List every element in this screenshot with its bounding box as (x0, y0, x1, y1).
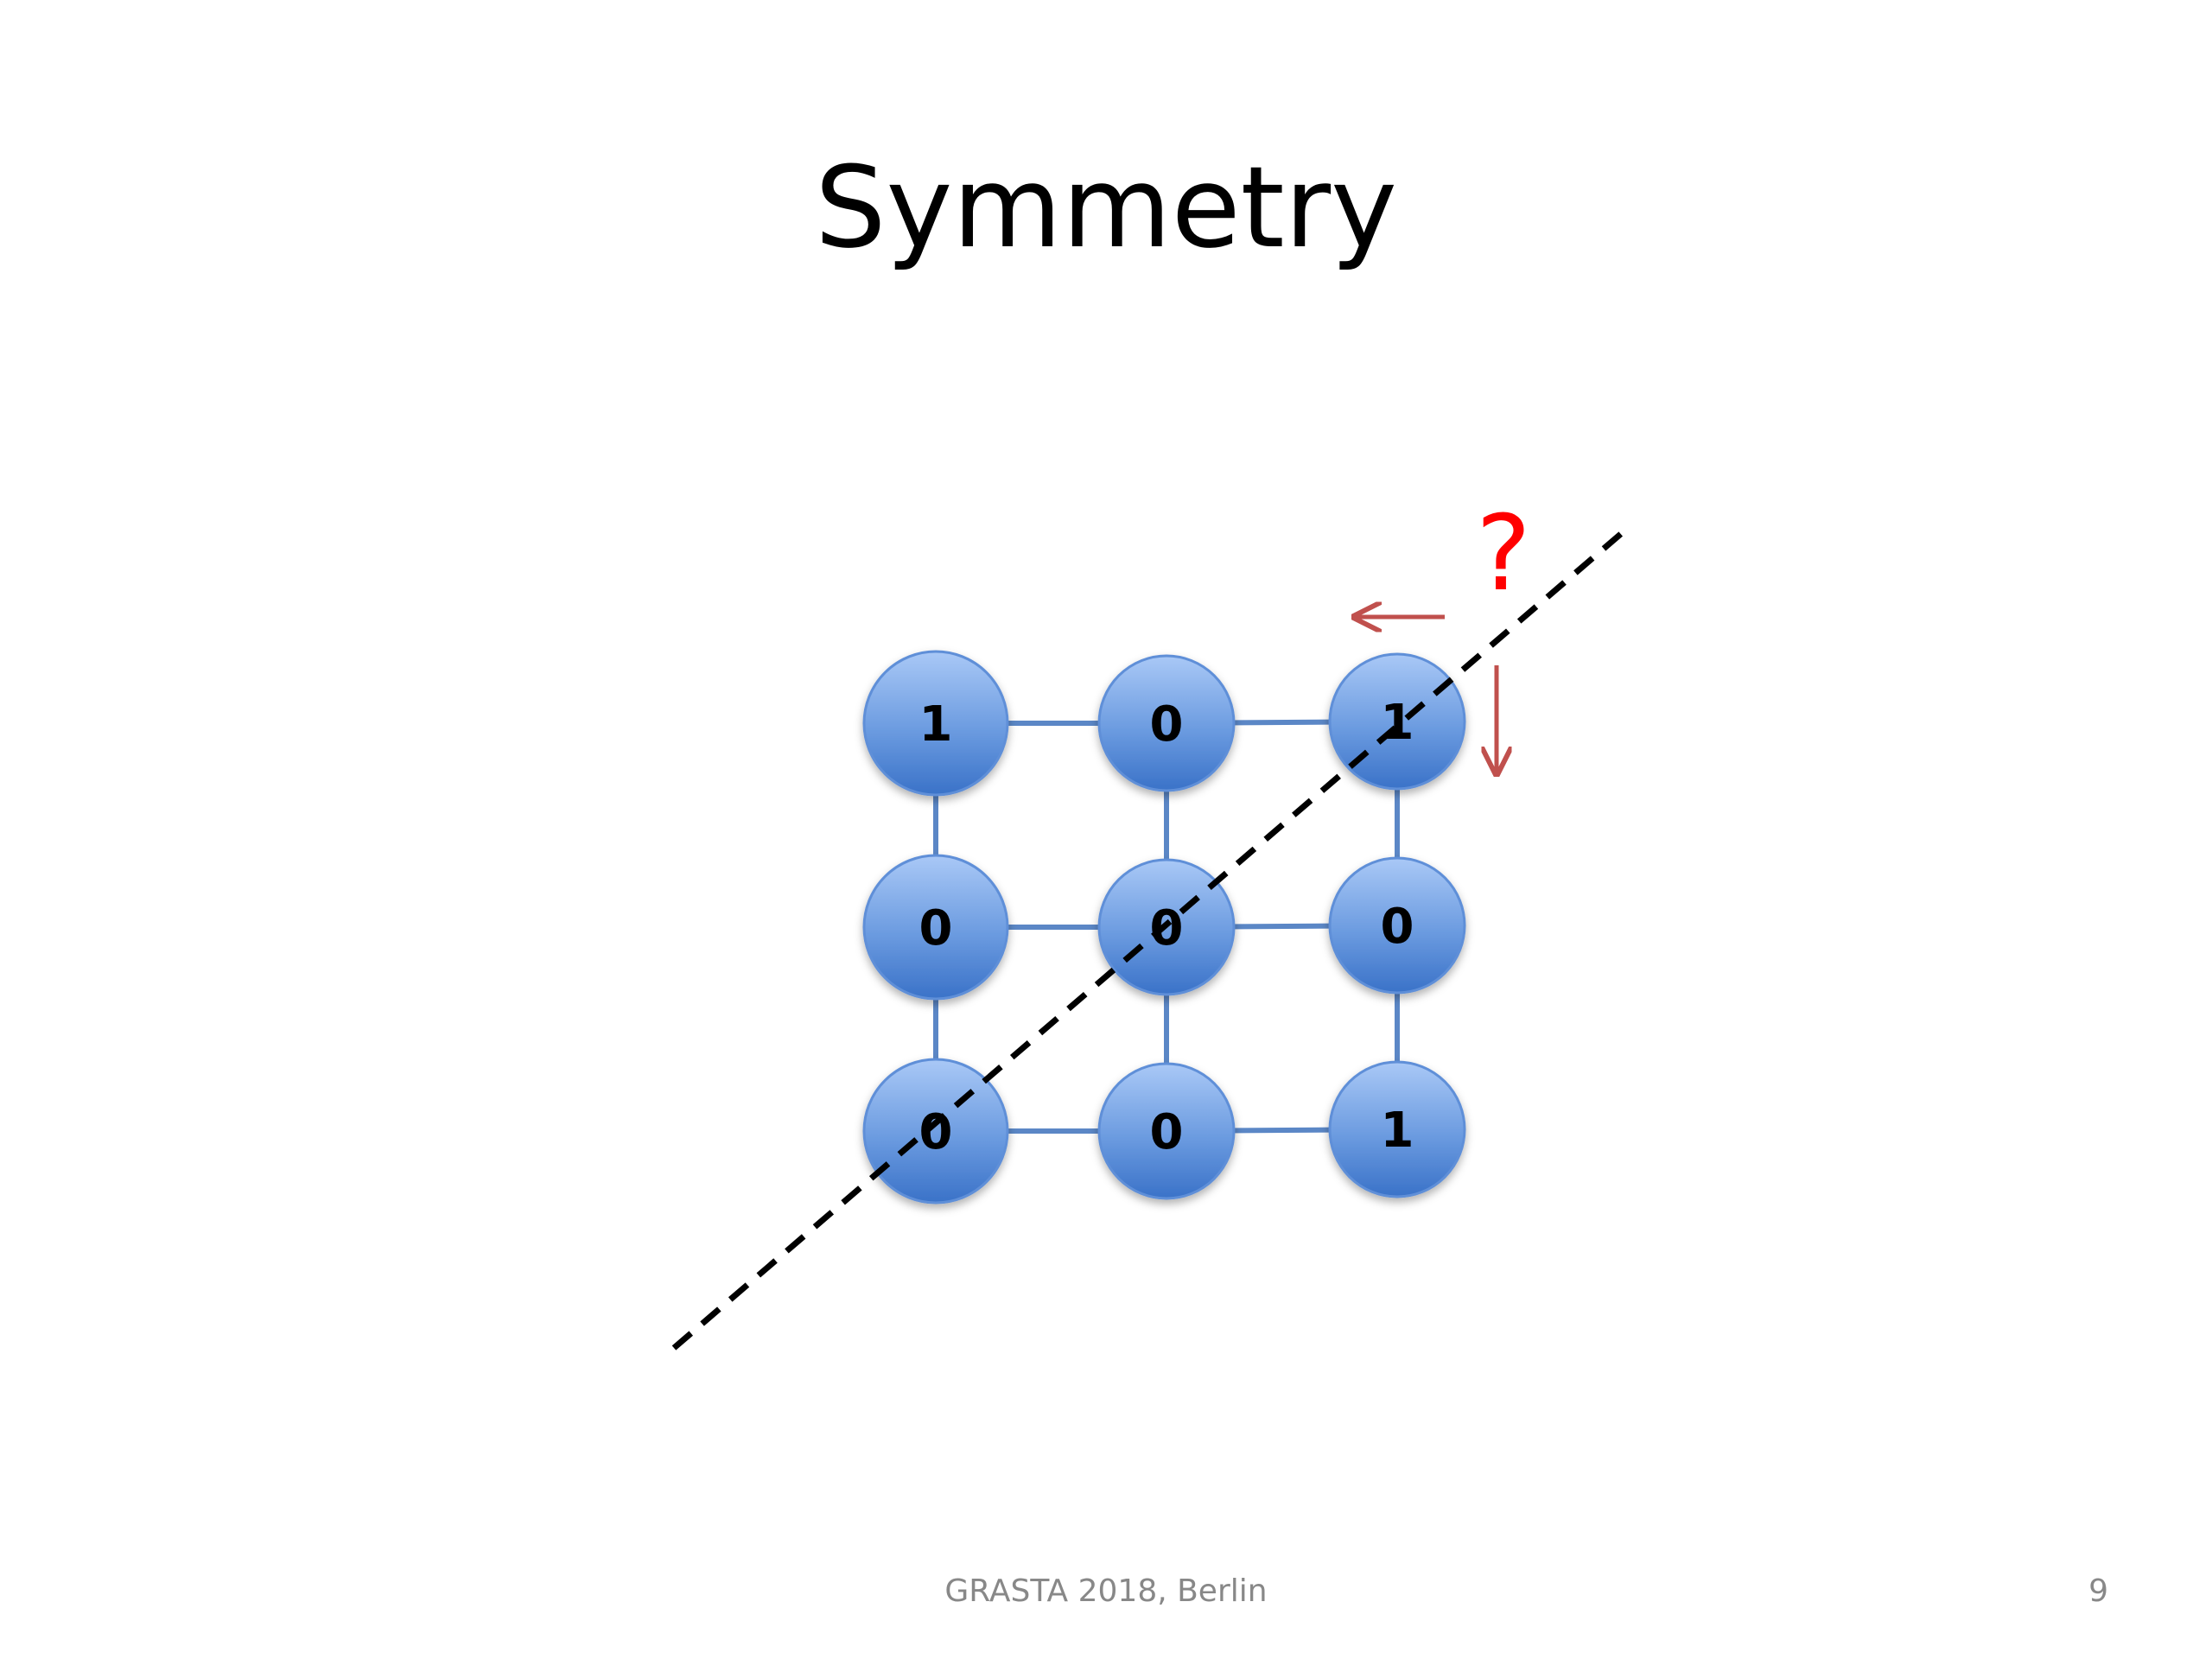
page-number: 9 (2088, 1573, 2108, 1609)
node-value: 1 (919, 696, 953, 753)
grid-node: 0 (1097, 1062, 1236, 1200)
question-mark: ? (1476, 494, 1531, 614)
node-value: 0 (919, 900, 953, 957)
node-value: 0 (1150, 696, 1184, 753)
slide-title: Symmetry (814, 142, 1398, 273)
grid-node: 0 (1097, 654, 1236, 792)
grid-node: 0 (1328, 856, 1466, 995)
node-value: 0 (919, 1104, 953, 1160)
footer-conference: GRASTA 2018, Berlin (944, 1573, 1268, 1609)
node-value: 0 (1150, 1104, 1184, 1160)
node-value: 1 (1381, 1103, 1414, 1159)
node-value: 0 (1381, 899, 1414, 955)
node-value: 1 (1381, 695, 1414, 751)
grid-node: 0 (862, 854, 1009, 1001)
symmetry-axis-line (671, 524, 1631, 1351)
grid-node: 1 (862, 650, 1009, 797)
grid-node: 1 (1328, 1060, 1466, 1198)
grid-node: 1 (1328, 652, 1466, 791)
grid-nodes: 1 0 1 0 0 0 0 (862, 650, 1466, 1205)
